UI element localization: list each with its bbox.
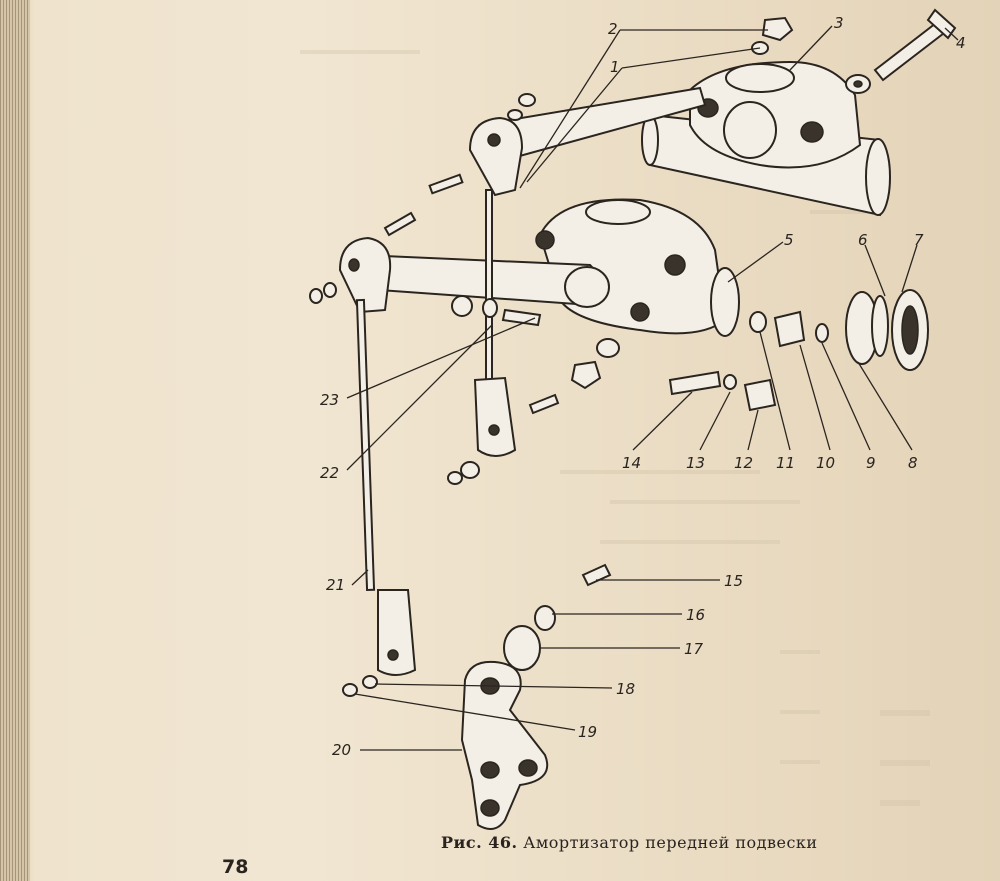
label-19: 19	[578, 723, 597, 741]
callout-labels: 2 1 3 4 5 6 7 8 9 10 11 12 13 14 15 16 1…	[320, 14, 966, 759]
label-4: 4	[956, 34, 966, 52]
link-21	[355, 298, 417, 676]
label-6: 6	[858, 231, 868, 249]
upper-lever	[468, 86, 707, 197]
label-20: 20	[332, 741, 351, 759]
label-14: 14	[622, 454, 641, 472]
label-10: 10	[816, 454, 835, 472]
caption-prefix: Рис. 46.	[441, 833, 518, 852]
page-number: 78	[222, 856, 249, 878]
upper-shock-body	[641, 60, 891, 217]
label-3: 3	[834, 14, 844, 32]
label-5: 5	[784, 231, 794, 249]
label-2: 2	[608, 20, 618, 38]
label-13: 13	[686, 454, 705, 472]
caption-text: Амортизатор передней подвески	[523, 833, 818, 852]
label-12: 12	[734, 454, 753, 472]
label-1: 1	[610, 58, 620, 76]
label-21: 21	[326, 576, 345, 594]
label-15: 15	[724, 572, 743, 590]
bolt-4	[845, 8, 957, 94]
label-23: 23	[320, 391, 339, 409]
label-18: 18	[616, 680, 635, 698]
label-11: 11	[776, 454, 795, 472]
label-22: 22	[320, 464, 339, 482]
bleed-through-text	[300, 50, 930, 806]
label-17: 17	[684, 640, 704, 658]
label-8: 8	[908, 454, 918, 472]
label-7: 7	[914, 231, 924, 249]
small-parts	[309, 16, 929, 697]
page-stack-edge	[0, 0, 30, 881]
lower-lever	[338, 236, 610, 314]
bracket-20	[460, 660, 549, 830]
label-16: 16	[686, 606, 705, 624]
figure-caption: Рис. 46. Амортизатор передней подвески	[441, 833, 818, 852]
label-9: 9	[866, 454, 876, 472]
link-22	[473, 189, 517, 457]
leader-lines	[346, 25, 959, 751]
